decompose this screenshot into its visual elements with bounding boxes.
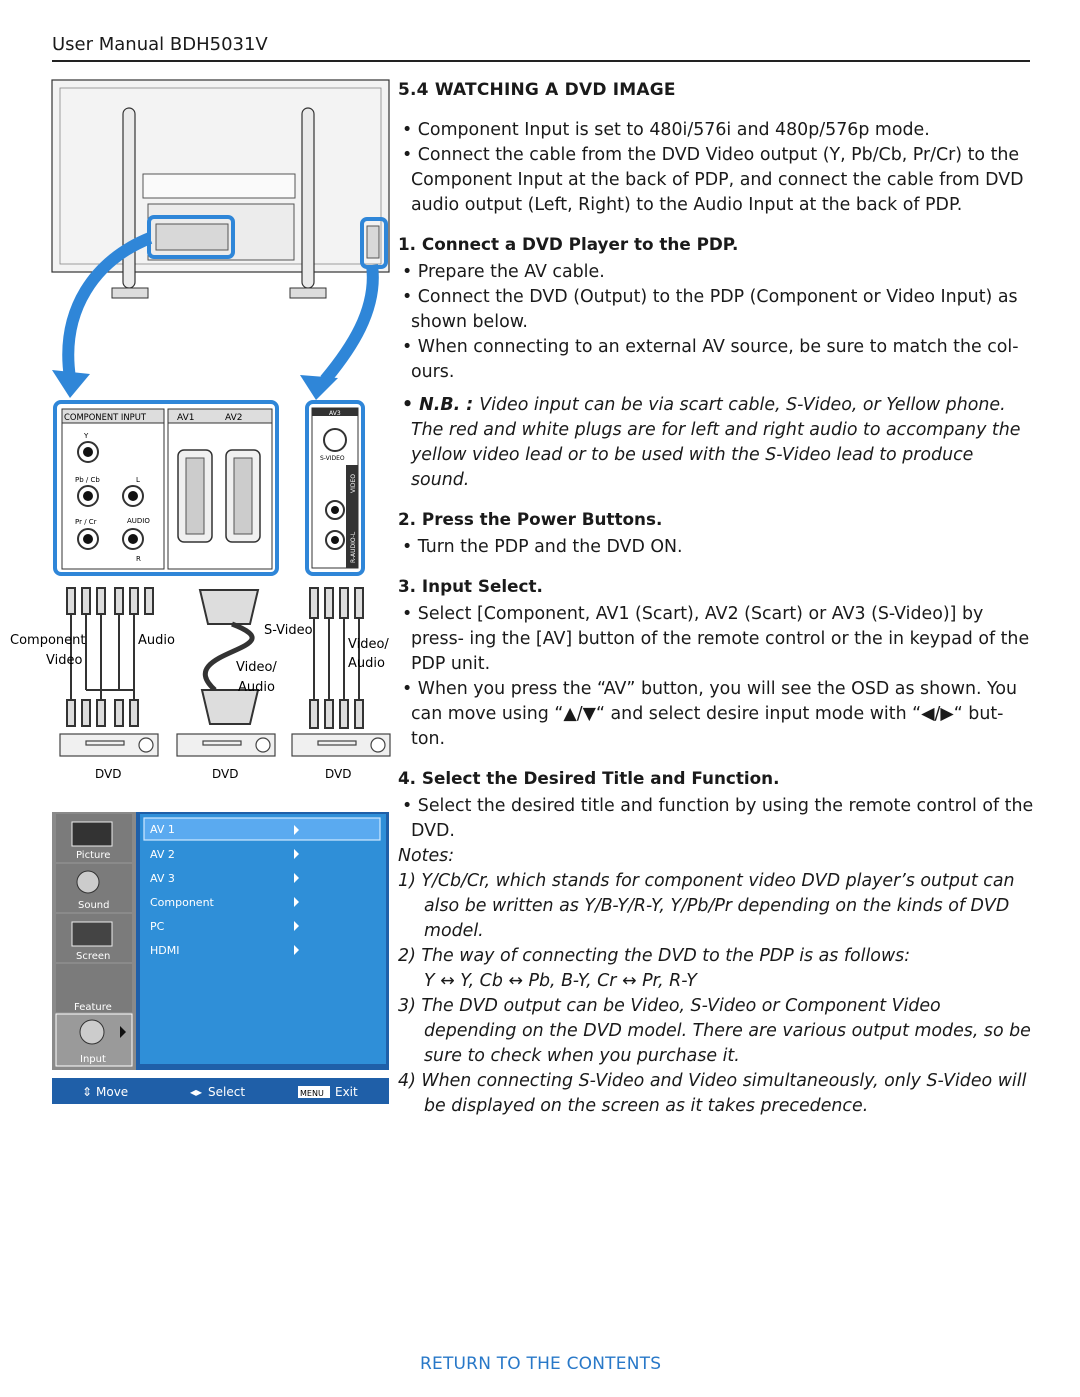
return-to-contents-link[interactable]: RETURN TO THE CONTENTS <box>420 1354 662 1374</box>
pr-label: Pr / Cr <box>75 518 97 526</box>
step4-title: 4. Select the Desired Title and Function… <box>398 768 780 788</box>
osd-footer <box>52 1078 389 1104</box>
header-rule <box>52 60 1030 62</box>
intro-bullet-1: • Component Input is set to 480i/576i an… <box>402 120 930 140</box>
connection-figure: COMPONENT INPUT AV1 AV2 Y Pb / Cb Pr / C… <box>10 79 391 1104</box>
osd-items: AV 1 AV 2 AV 3 Component PC HDMI <box>150 823 299 957</box>
osd-sidebar: Picture Sound Screen Feature Input <box>55 814 133 1067</box>
svideo-cable-label: S-Video <box>264 623 313 638</box>
dvd-players <box>59 733 391 757</box>
left-arrow-head <box>52 370 90 398</box>
cable-illustrations <box>66 587 364 729</box>
tv-rear-illustration <box>51 79 390 299</box>
step4-bullet-1: • Select the desired title and function … <box>402 796 1034 841</box>
dvd-label-2: DVD <box>212 767 238 781</box>
input-panel: COMPONENT INPUT AV1 AV2 Y Pb / Cb Pr / C… <box>53 400 365 576</box>
scart-label-a: Video/ <box>236 660 277 675</box>
note-2: 2) The way of connecting the DVD to the … <box>398 946 911 966</box>
right-arrow-head <box>300 375 338 400</box>
nb-paragraph: • N.B. : Video input can be via scart ca… <box>398 393 1034 493</box>
left-blue-arrow <box>62 232 153 379</box>
step1-title: 1. Connect a DVD Player to the PDP. <box>398 234 739 254</box>
main-content: 5.4 WATCHING A DVD IMAGE • Component Inp… <box>398 78 1034 1119</box>
osd-footer-select: Select <box>208 1085 245 1099</box>
video-cable-label: Video <box>46 653 82 668</box>
osd-menu: Picture Sound Screen Feature Input AV 1 … <box>52 812 389 1104</box>
section-title: 5.4 WATCHING A DVD IMAGE <box>398 80 676 100</box>
scart-label-b: Audio <box>238 680 275 695</box>
osd-item-pc[interactable]: PC <box>150 920 165 933</box>
audio-cable-label: Audio <box>138 633 175 648</box>
pb-label: Pb / Cb <box>75 476 100 484</box>
note-4: 4) When connecting S-Video and Video sim… <box>398 1071 1027 1116</box>
step3-bullet-2: • When you press the “AV” button, you wi… <box>402 679 1018 749</box>
composite-label-a: Video/ <box>348 637 389 652</box>
step1-bullet-3: • When connecting to an external AV sour… <box>402 337 1019 382</box>
component-cable-label: Component <box>10 633 85 648</box>
r-label: R <box>136 555 141 563</box>
osd-sidebar-feature[interactable]: Feature <box>74 1002 112 1013</box>
l-label: L <box>136 476 140 484</box>
nb-text: Video input can be via scart cable, S-Vi… <box>411 395 1021 490</box>
audio-label: AUDIO <box>127 517 150 525</box>
y-label: Y <box>83 432 89 440</box>
osd-item-hdmi[interactable]: HDMI <box>150 944 179 957</box>
step3-bullet-1: • Select [Component, AV1 (Scart), AV2 (S… <box>402 604 1030 674</box>
composite-label-b: Audio <box>348 656 385 671</box>
svideo-port-label: S-VIDEO <box>320 455 345 462</box>
osd-item-av1[interactable]: AV 1 <box>150 823 175 836</box>
raudiol-label: R-AUDIO-L <box>350 531 357 563</box>
component-input-label: COMPONENT INPUT <box>64 412 147 422</box>
osd-footer-move: Move <box>96 1085 128 1099</box>
av3-label: AV3 <box>329 410 341 417</box>
step2-title: 2. Press the Power Buttons. <box>398 509 663 529</box>
osd-sidebar-screen[interactable]: Screen <box>76 951 110 962</box>
av2-label: AV2 <box>225 413 242 423</box>
osd-menu-key: MENU <box>300 1089 324 1098</box>
note-3: 3) The DVD output can be Video, S-Video … <box>398 996 1031 1066</box>
manual-header: User Manual BDH5031V <box>52 34 268 55</box>
notes-title: Notes: <box>398 846 455 866</box>
osd-item-av3[interactable]: AV 3 <box>150 872 175 885</box>
osd-item-component[interactable]: Component <box>150 896 215 909</box>
step2-bullet-1: • Turn the PDP and the DVD ON. <box>402 537 683 557</box>
nb-label: • N.B. : <box>402 395 480 415</box>
note-2-mapping: Y ↔ Y, Cb ↔ Pb, B-Y, Cr ↔ Pr, R-Y <box>424 971 697 991</box>
gear-icon <box>79 1019 105 1045</box>
step1-bullet-1: • Prepare the AV cable. <box>402 262 605 282</box>
av1-label: AV1 <box>177 413 194 423</box>
note-1: 1) Y/Cb/Cr, which stands for component v… <box>398 871 1015 941</box>
right-blue-arrow <box>320 264 379 384</box>
intro-bullet-2: • Connect the cable from the DVD Video o… <box>402 145 1024 215</box>
osd-sidebar-input[interactable]: Input <box>80 1054 106 1065</box>
osd-sidebar-picture[interactable]: Picture <box>76 850 110 861</box>
step1-bullet-2: • Connect the DVD (Output) to the PDP (C… <box>402 287 1018 332</box>
step3-title: 3. Input Select. <box>398 576 543 596</box>
osd-item-av2[interactable]: AV 2 <box>150 848 175 861</box>
dvd-label-3: DVD <box>325 767 351 781</box>
osd-move-icon: ⇕ <box>82 1085 92 1099</box>
osd-footer-exit: Exit <box>335 1085 358 1099</box>
dvd-label-1: DVD <box>95 767 121 781</box>
osd-select-icon: ◂▸ <box>190 1085 202 1099</box>
video-port-label: VIDEO <box>350 474 357 493</box>
osd-sidebar-sound[interactable]: Sound <box>78 900 110 911</box>
